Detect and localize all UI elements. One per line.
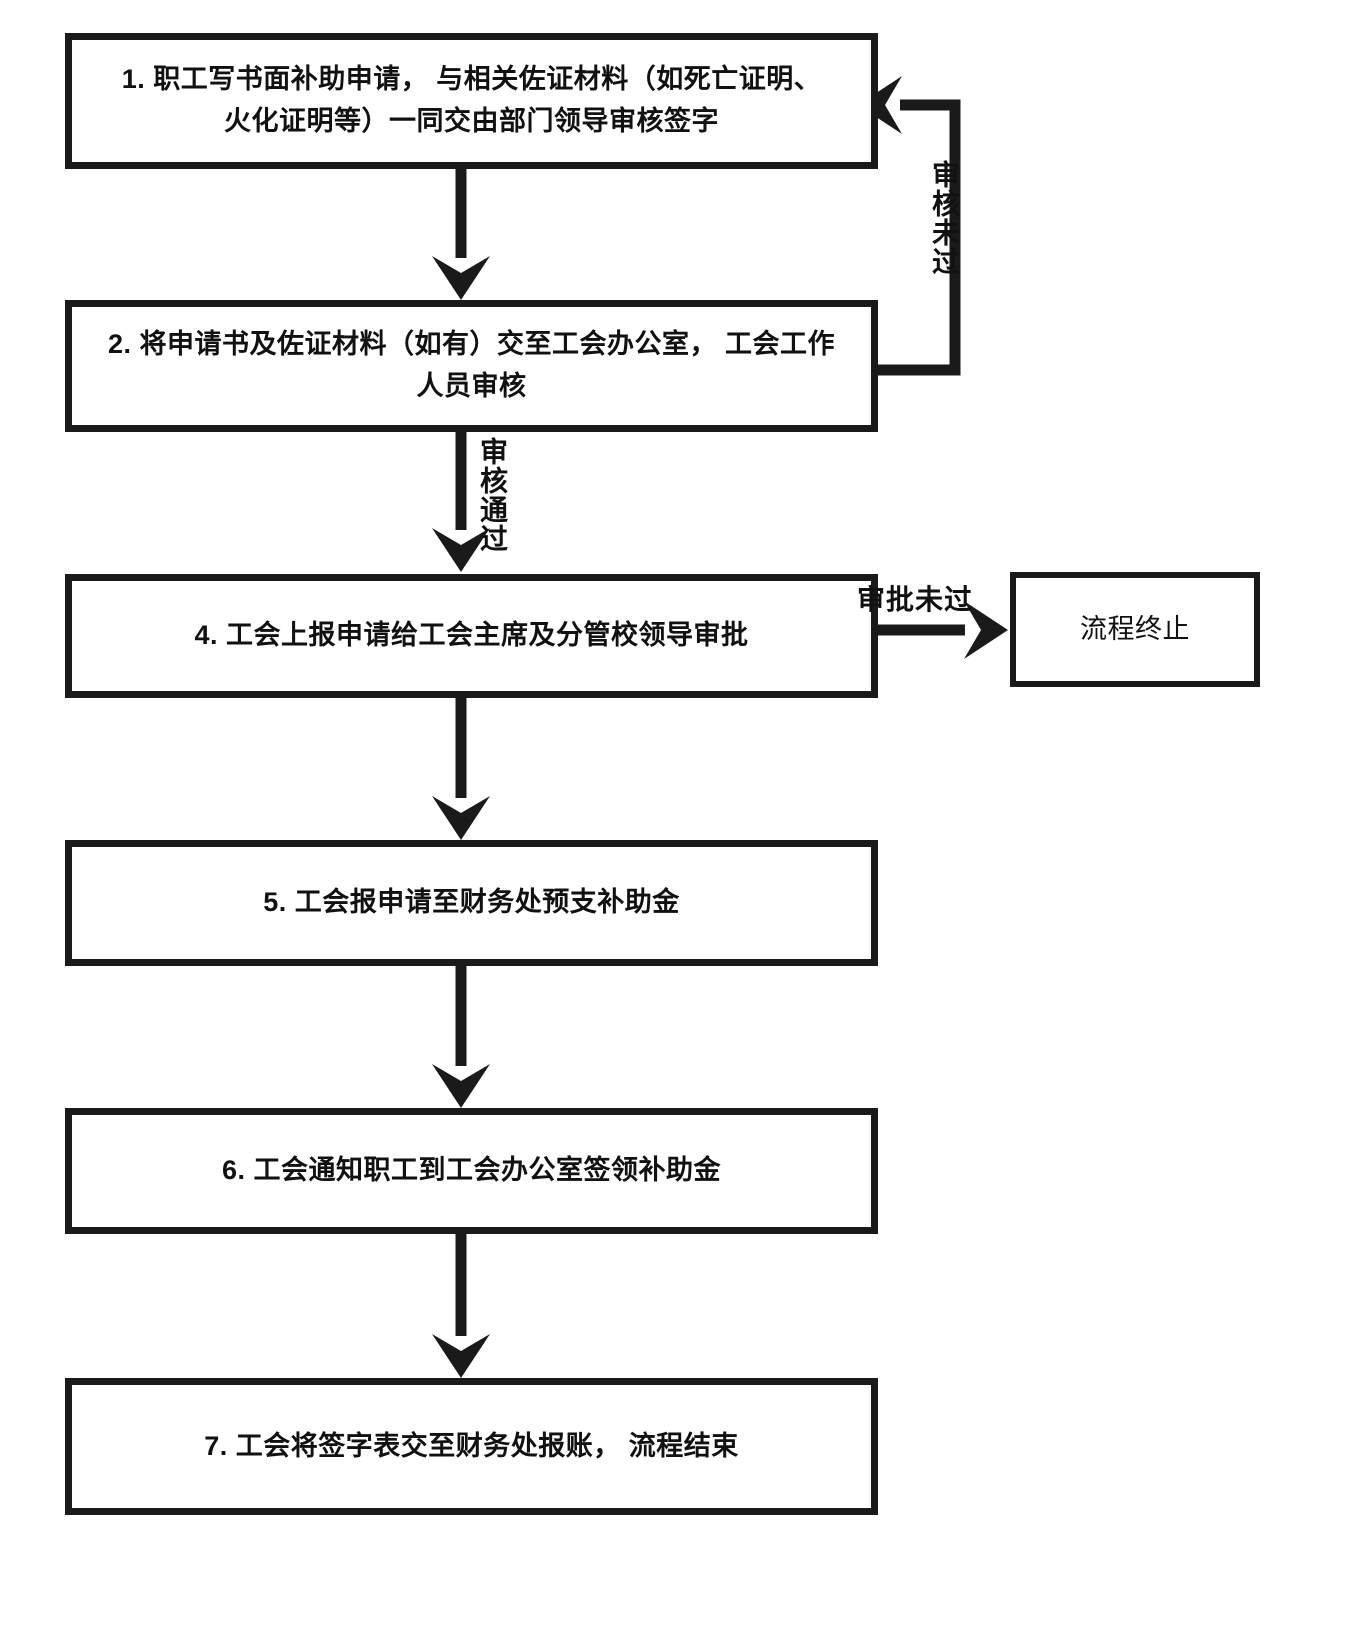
step-2-label: 2. 将申请书及佐证材料（如有）交至工会办公室， 工会工作 人员审核 [107,329,836,401]
step-5-label: 5. 工会报申请至财务处预支补助金 [263,887,680,918]
step-1-label: 1. 职工写书面补助申请， 与相关佐证材料（如死亡证明、 火化证明等）一同交由部… [121,64,822,136]
edge-label-review-passed: 审核通过 [477,437,508,553]
process-terminated-box[interactable]: 流程终止 [1010,572,1260,687]
step-4-label: 4. 工会上报申请给工会主席及分管校领导审批 [194,620,749,651]
step-7-box[interactable]: 7. 工会将签字表交至财务处报账， 流程结束 [65,1378,878,1515]
process-terminated-label: 流程终止 [1080,613,1190,644]
step-7-label: 7. 工会将签字表交至财务处报账， 流程结束 [204,1430,739,1461]
connector-step4-to-step5 [432,698,490,840]
edge-label-review-not-passed: 审核未过 [929,160,960,276]
connector-step6-to-step7 [432,1234,490,1378]
step-5-box[interactable]: 5. 工会报申请至财务处预支补助金 [65,840,878,966]
step-2-box[interactable]: 2. 将申请书及佐证材料（如有）交至工会办公室， 工会工作 人员审核 [65,300,878,432]
step-6-box[interactable]: 6. 工会通知职工到工会办公室签领补助金 [65,1108,878,1234]
edge-label-approval-not-passed: 审批未过 [857,584,974,615]
step-4-box[interactable]: 4. 工会上报申请给工会主席及分管校领导审批 [65,574,878,698]
step-1-box[interactable]: 1. 职工写书面补助申请， 与相关佐证材料（如死亡证明、 火化证明等）一同交由部… [65,33,878,169]
connector-step5-to-step6 [432,966,490,1108]
step-6-label: 6. 工会通知职工到工会办公室签领补助金 [221,1155,722,1186]
connector-step1-to-step2 [432,169,490,300]
